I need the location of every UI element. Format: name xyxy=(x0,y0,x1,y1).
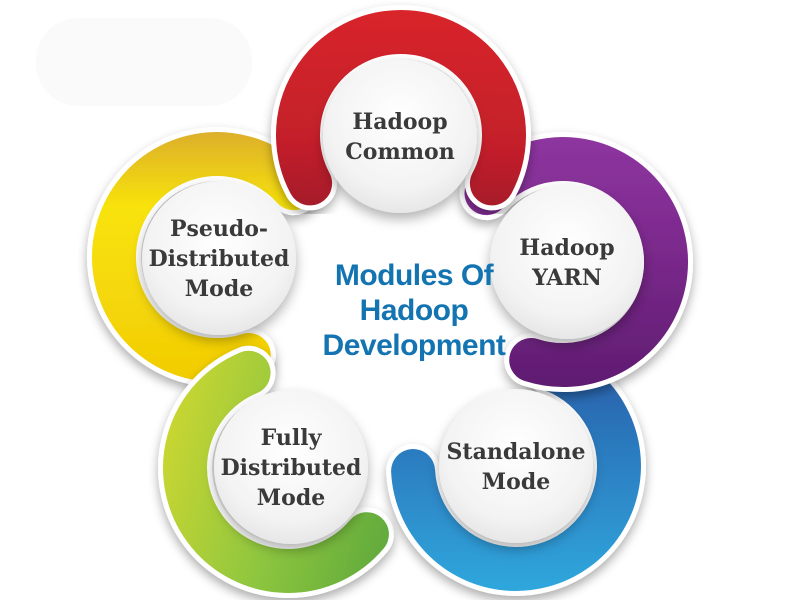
label-standalone-mode-line-1: Standalone xyxy=(447,439,586,465)
label-fully-distributed-line-3: Mode xyxy=(257,485,325,511)
disc-standalone-mode xyxy=(439,389,593,543)
label-fully-distributed-line-1: Fully xyxy=(261,425,323,451)
ring-arc xyxy=(163,350,389,593)
disc-fully-distributed-mode xyxy=(214,390,368,544)
disc-hadoop-common xyxy=(323,59,477,213)
watermark-remnant xyxy=(36,18,252,106)
diagram-title-line-3: Development xyxy=(323,329,506,362)
label-hadoop-yarn-line-1: Hadoop xyxy=(519,235,614,261)
diagram-title-line-2: Hadoop xyxy=(360,294,469,327)
label-fully-distributed-line-2: Distributed xyxy=(221,455,362,481)
petal-ring-hadoop-yarn xyxy=(459,132,693,393)
label-pseudo-distributed-line-3: Mode xyxy=(185,276,253,302)
disc-pseudo-distributed-mode xyxy=(142,181,296,335)
petal-labels: Hadoop Common Hadoop YARN Standalone Mod… xyxy=(149,109,615,511)
label-pseudo-distributed-line-2: Distributed xyxy=(149,246,290,272)
diagram-title-line-1: Modules Of xyxy=(335,259,495,292)
label-pseudo-distributed-line-1: Pseudo- xyxy=(170,216,268,242)
petal-ring-standalone-mode xyxy=(386,343,646,596)
petal-ring-hadoop-common xyxy=(271,5,531,211)
disc-hadoop-yarn xyxy=(490,185,644,339)
ring-arc xyxy=(92,132,316,383)
label-hadoop-common-line-1: Hadoop xyxy=(352,109,447,135)
diagram-title: Modules Of Hadoop Development xyxy=(323,259,507,362)
ring-arc xyxy=(391,348,641,591)
petal-discs xyxy=(142,59,644,544)
label-hadoop-common-line-2: Common xyxy=(345,139,454,165)
ring-arc xyxy=(276,10,526,206)
label-standalone-mode-line-2: Mode xyxy=(482,469,550,495)
petal-ring-fully-distributed-mode xyxy=(158,345,394,598)
ring-arc xyxy=(464,137,688,388)
label-hadoop-yarn-line-2: YARN xyxy=(531,265,602,291)
petal-ring-pseudo-distributed-mode xyxy=(87,127,321,388)
